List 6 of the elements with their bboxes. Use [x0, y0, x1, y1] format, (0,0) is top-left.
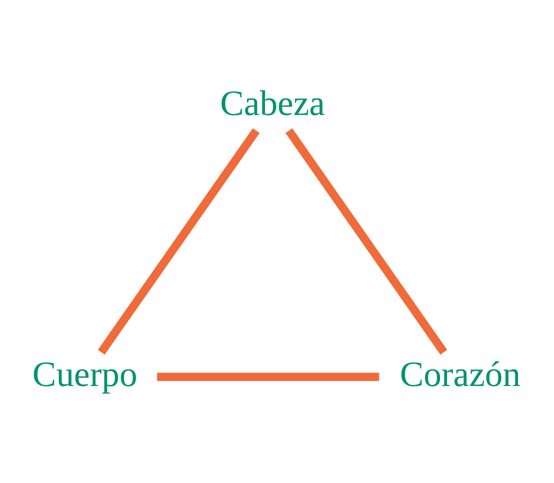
connector: [98, 128, 260, 355]
node-text: Corazón: [400, 354, 521, 394]
node-text: Cabeza: [220, 83, 325, 124]
node-text: Cuerpo: [32, 354, 138, 394]
connector: [157, 372, 380, 382]
connector: [285, 128, 448, 355]
